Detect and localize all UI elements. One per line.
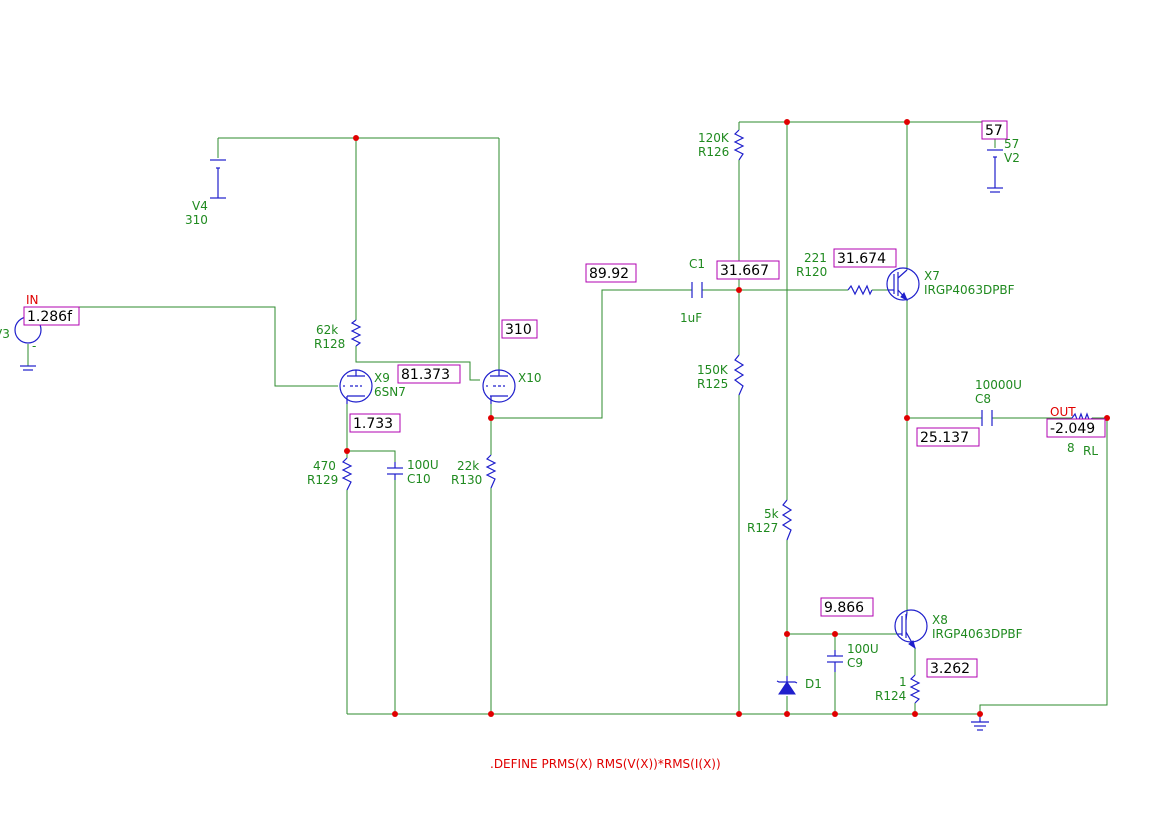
r126-ref: R126 xyxy=(698,145,729,159)
battery-v2[interactable] xyxy=(987,149,1003,193)
r125-ref: R125 xyxy=(697,377,728,391)
rl-value: 8 xyxy=(1067,441,1075,455)
v3-ref: V3 xyxy=(0,327,10,341)
igbt-x8[interactable] xyxy=(894,609,928,650)
wires xyxy=(27,121,1108,715)
r120-value: 221 xyxy=(804,251,827,265)
net-label-in: IN xyxy=(26,293,39,307)
d1-ref: D1 xyxy=(805,677,822,691)
x8-value: IRGP4063DPBF xyxy=(932,627,1023,641)
c1-ref: C1 xyxy=(689,257,705,271)
svg-text:25.137: 25.137 xyxy=(920,430,969,446)
net-label-out: OUT xyxy=(1050,405,1076,419)
r128-value: 62k xyxy=(316,323,338,337)
triode-x10[interactable] xyxy=(482,369,516,404)
svg-text:1.286f: 1.286f xyxy=(27,309,73,325)
svg-text:310: 310 xyxy=(505,322,532,338)
probe-x10-cathode[interactable]: 89.92 xyxy=(585,263,637,283)
x9-value: 6SN7 xyxy=(374,385,406,399)
x9-ref: X9 xyxy=(374,371,390,385)
probe-bias[interactable]: 31.667 xyxy=(716,260,780,280)
x8-ref: X8 xyxy=(932,613,948,627)
voltage-probes: 1.286f 310 81.373 1.733 89.92 31.667 31.… xyxy=(23,120,1106,678)
resistor-r130[interactable] xyxy=(485,454,497,489)
battery-v4[interactable] xyxy=(210,159,226,199)
svg-text:-2.049: -2.049 xyxy=(1050,421,1095,437)
c9-ref: C9 xyxy=(847,656,863,670)
x7-ref: X7 xyxy=(924,269,940,283)
r124-value: 1 xyxy=(899,675,907,689)
r120-ref: R120 xyxy=(796,265,827,279)
capacitor-c8[interactable] xyxy=(981,410,993,426)
rl-ref: RL xyxy=(1083,444,1098,458)
resistor-r127[interactable] xyxy=(781,499,793,541)
c1-value: 1uF xyxy=(680,311,702,325)
probe-x9-plate[interactable]: 81.373 xyxy=(397,364,461,384)
r126-value: 120K xyxy=(698,131,730,145)
c8-ref: C8 xyxy=(975,392,991,406)
x10-ref: X10 xyxy=(518,371,542,385)
c9-value: 100U xyxy=(847,642,879,656)
v4-ref: V4 xyxy=(192,199,208,213)
diode-d1[interactable] xyxy=(776,676,798,695)
c10-ref: C10 xyxy=(407,472,431,486)
resistor-r129[interactable] xyxy=(341,457,353,491)
svg-text:89.92: 89.92 xyxy=(589,266,629,282)
resistor-r125[interactable] xyxy=(733,354,745,396)
resistor-r128[interactable] xyxy=(350,319,362,347)
resistor-r120[interactable] xyxy=(847,284,873,296)
c8-value: 10000U xyxy=(975,378,1022,392)
v2-ref: V2 xyxy=(1004,151,1020,165)
x7-value: IRGP4063DPBF xyxy=(924,283,1015,297)
svg-text:9.866: 9.866 xyxy=(824,600,864,616)
svg-text:31.674: 31.674 xyxy=(837,251,886,267)
r124-ref: R124 xyxy=(875,689,906,703)
c10-value: 100U xyxy=(407,458,439,472)
component-labels: V4 310 57 V2 V3 62k R128 X9 6SN7 X10 470… xyxy=(0,131,1098,771)
svg-text:3.262: 3.262 xyxy=(930,661,970,677)
probe-in[interactable]: 1.286f xyxy=(23,306,80,326)
capacitor-c1[interactable] xyxy=(691,282,703,298)
probe-out[interactable]: -2.049 xyxy=(1046,418,1106,438)
r128-ref: R128 xyxy=(314,337,345,351)
resistor-r126[interactable] xyxy=(733,129,745,161)
probe-x9-cathode[interactable]: 1.733 xyxy=(349,413,401,433)
junction-nodes xyxy=(344,119,1110,717)
svg-text:57: 57 xyxy=(985,123,1003,139)
svg-text:-: - xyxy=(32,339,36,353)
probe-x8-emitter[interactable]: 3.262 xyxy=(926,658,978,678)
svg-text:1.733: 1.733 xyxy=(353,416,393,432)
probe-v2[interactable]: 57 xyxy=(981,120,1008,140)
v2-value: 57 xyxy=(1004,137,1019,151)
r129-value: 470 xyxy=(313,459,336,473)
probe-mid[interactable]: 25.137 xyxy=(916,427,980,447)
r127-value: 5k xyxy=(764,507,779,521)
probe-x7-gate[interactable]: 31.674 xyxy=(833,248,897,268)
v4-value: 310 xyxy=(185,213,208,227)
capacitor-c9[interactable] xyxy=(827,650,843,672)
r130-ref: R130 xyxy=(451,473,482,487)
igbt-x7[interactable] xyxy=(886,267,920,302)
r130-value: 22k xyxy=(457,459,479,473)
resistor-r124[interactable] xyxy=(909,674,921,704)
triode-x9[interactable] xyxy=(339,369,373,404)
capacitor-c10[interactable] xyxy=(387,462,403,480)
svg-text:81.373: 81.373 xyxy=(401,367,450,383)
r125-value: 150K xyxy=(697,363,729,377)
spice-directive: .DEFINE PRMS(X) RMS(V(X))*RMS(I(X)) xyxy=(490,757,721,771)
svg-text:31.667: 31.667 xyxy=(720,263,769,279)
probe-x8-gate[interactable]: 9.866 xyxy=(820,597,874,617)
probe-x10-plate[interactable]: 310 xyxy=(501,319,538,339)
r129-ref: R129 xyxy=(307,473,338,487)
r127-ref: R127 xyxy=(747,521,778,535)
